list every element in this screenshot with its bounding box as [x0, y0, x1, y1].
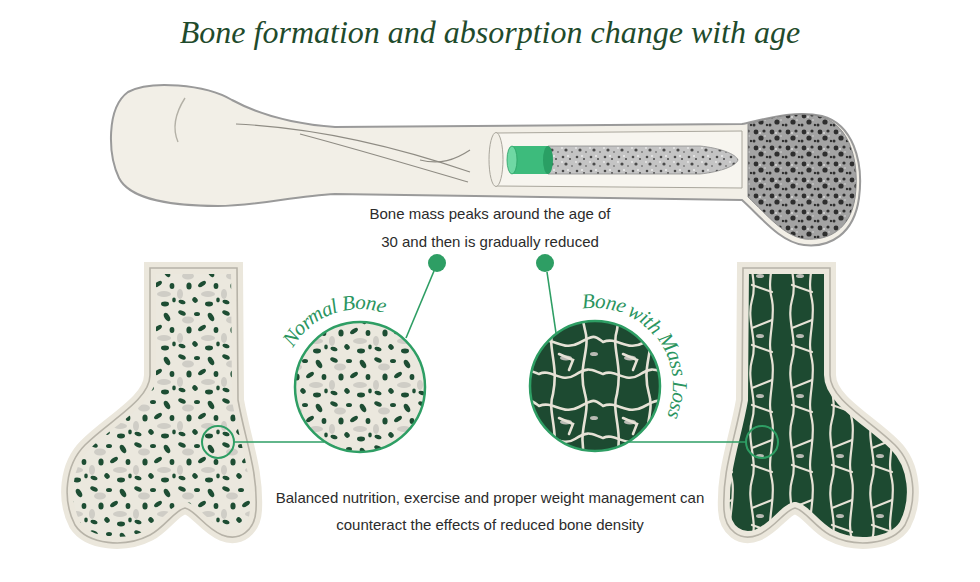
heading-letter: o	[355, 290, 366, 314]
section-cortex	[67, 268, 256, 543]
caption-slot: Bone mass peaks around the age of 30 and…	[365, 200, 615, 256]
normal-bone-section	[67, 268, 256, 543]
callout-dot	[536, 254, 554, 272]
zoom-spot	[746, 426, 778, 458]
caption-slot: Balanced nutrition, exercise and proper …	[275, 484, 705, 538]
normal-bone-view: Normal Bone	[240, 267, 480, 507]
section-fill	[67, 268, 256, 543]
heading-letter: B	[581, 289, 596, 314]
magnified-circle	[530, 321, 660, 451]
mass-loss-view: Bone with Mass Loss	[475, 266, 715, 506]
femur-end-section	[748, 114, 856, 239]
curved-heading: Bone with Mass Loss	[580, 287, 694, 424]
title-slot: Bone formation and absorption change wit…	[0, 12, 980, 52]
cut-edge	[489, 133, 503, 187]
trochanter-line	[175, 98, 185, 142]
curved-heading: Normal Bone	[275, 288, 390, 352]
caption-text: Bone mass peaks around the age of 30 and…	[365, 200, 615, 256]
caption-text: Balanced nutrition, exercise and proper …	[275, 484, 705, 538]
spongy-core	[548, 146, 738, 174]
art-part	[300, 134, 468, 182]
section-outline	[724, 268, 913, 543]
art-part	[236, 124, 470, 172]
leader-line	[406, 271, 434, 338]
leader-line	[629, 441, 746, 443]
section-fill	[724, 268, 913, 543]
leader-line	[547, 272, 556, 333]
callout-dot	[428, 254, 446, 272]
cut-face	[496, 131, 742, 188]
green-cylinder-face	[507, 146, 517, 174]
vessel-lines	[236, 124, 470, 182]
title: Bone formation and absorption change wit…	[0, 12, 980, 52]
leader-line	[234, 441, 324, 443]
magnified-circle	[295, 322, 425, 452]
section-cortex	[724, 268, 913, 543]
green-cylinder-end	[543, 146, 553, 174]
section-outline	[67, 268, 256, 543]
mass-loss-section	[724, 268, 913, 543]
heading-letter	[667, 375, 691, 382]
heading-letter: B	[340, 290, 356, 316]
art-part	[420, 150, 470, 162]
zoom-spot	[202, 426, 234, 458]
heading-letter: L	[668, 381, 692, 393]
